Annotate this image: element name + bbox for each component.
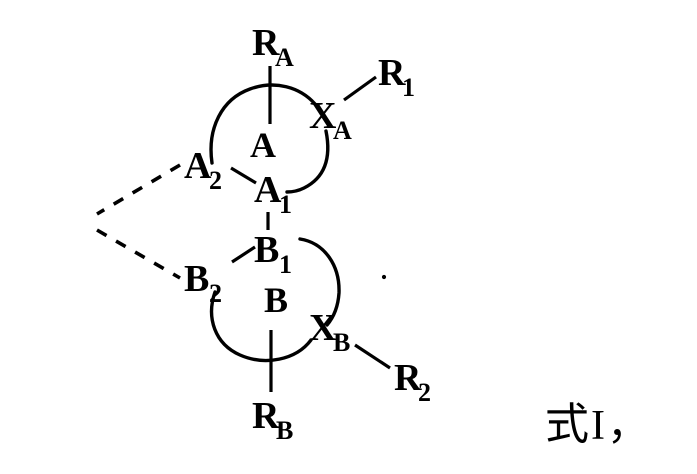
label-rb-sub: B (276, 416, 293, 445)
label-xb-sub: B (333, 328, 350, 357)
ring-b-group: B B 1 B 2 X B R 2 R B (184, 229, 431, 445)
bond-xb-r2 (354, 343, 391, 370)
ring-a-arc-top-left (209, 83, 317, 165)
label-xb-main: X (309, 307, 336, 349)
ring-b-center-label: B (264, 280, 288, 320)
formula-trailing-comma: ， (607, 403, 652, 449)
label-ra-sub: A (275, 43, 294, 72)
label-a1-main: A (254, 169, 282, 211)
label-a2-sub: 2 (209, 166, 222, 195)
ring-a-arc-right (285, 129, 330, 194)
formula-mark-han: 式 (545, 399, 591, 450)
dashed-bond-a2-apex (96, 163, 181, 216)
ring-b-arc-right (298, 237, 341, 327)
bond-a2-a1 (230, 166, 257, 185)
bond-xa-r1 (343, 75, 377, 102)
ink-speck (381, 274, 387, 280)
bond-b2-b1 (231, 245, 256, 264)
ring-a-group: A R A A 2 A 1 X A R 1 (184, 22, 415, 219)
label-a2-main: A (184, 145, 212, 187)
ring-a-center-label: A (250, 125, 276, 165)
label-b1-main: B (254, 229, 279, 271)
label-r1-main: R (378, 52, 406, 94)
ring-b-arc-bottom-left (210, 290, 313, 363)
label-b1-sub: 1 (279, 250, 292, 279)
dashed-bond-apex-b2 (96, 228, 181, 280)
label-ra-main: R (252, 22, 280, 64)
label-r1-sub: 1 (402, 73, 415, 102)
formula-caption: 式I， (545, 388, 651, 452)
label-r2-main: R (394, 357, 422, 399)
label-b2-main: B (184, 258, 209, 300)
label-r2-sub: 2 (418, 378, 431, 407)
label-a1-sub: 1 (279, 190, 292, 219)
label-rb-main: R (252, 395, 280, 437)
label-xa-sub: A (333, 116, 352, 145)
label-xa-main: X (309, 95, 336, 137)
formula-numeral: I (591, 403, 607, 449)
label-b2-sub: 2 (209, 279, 222, 308)
